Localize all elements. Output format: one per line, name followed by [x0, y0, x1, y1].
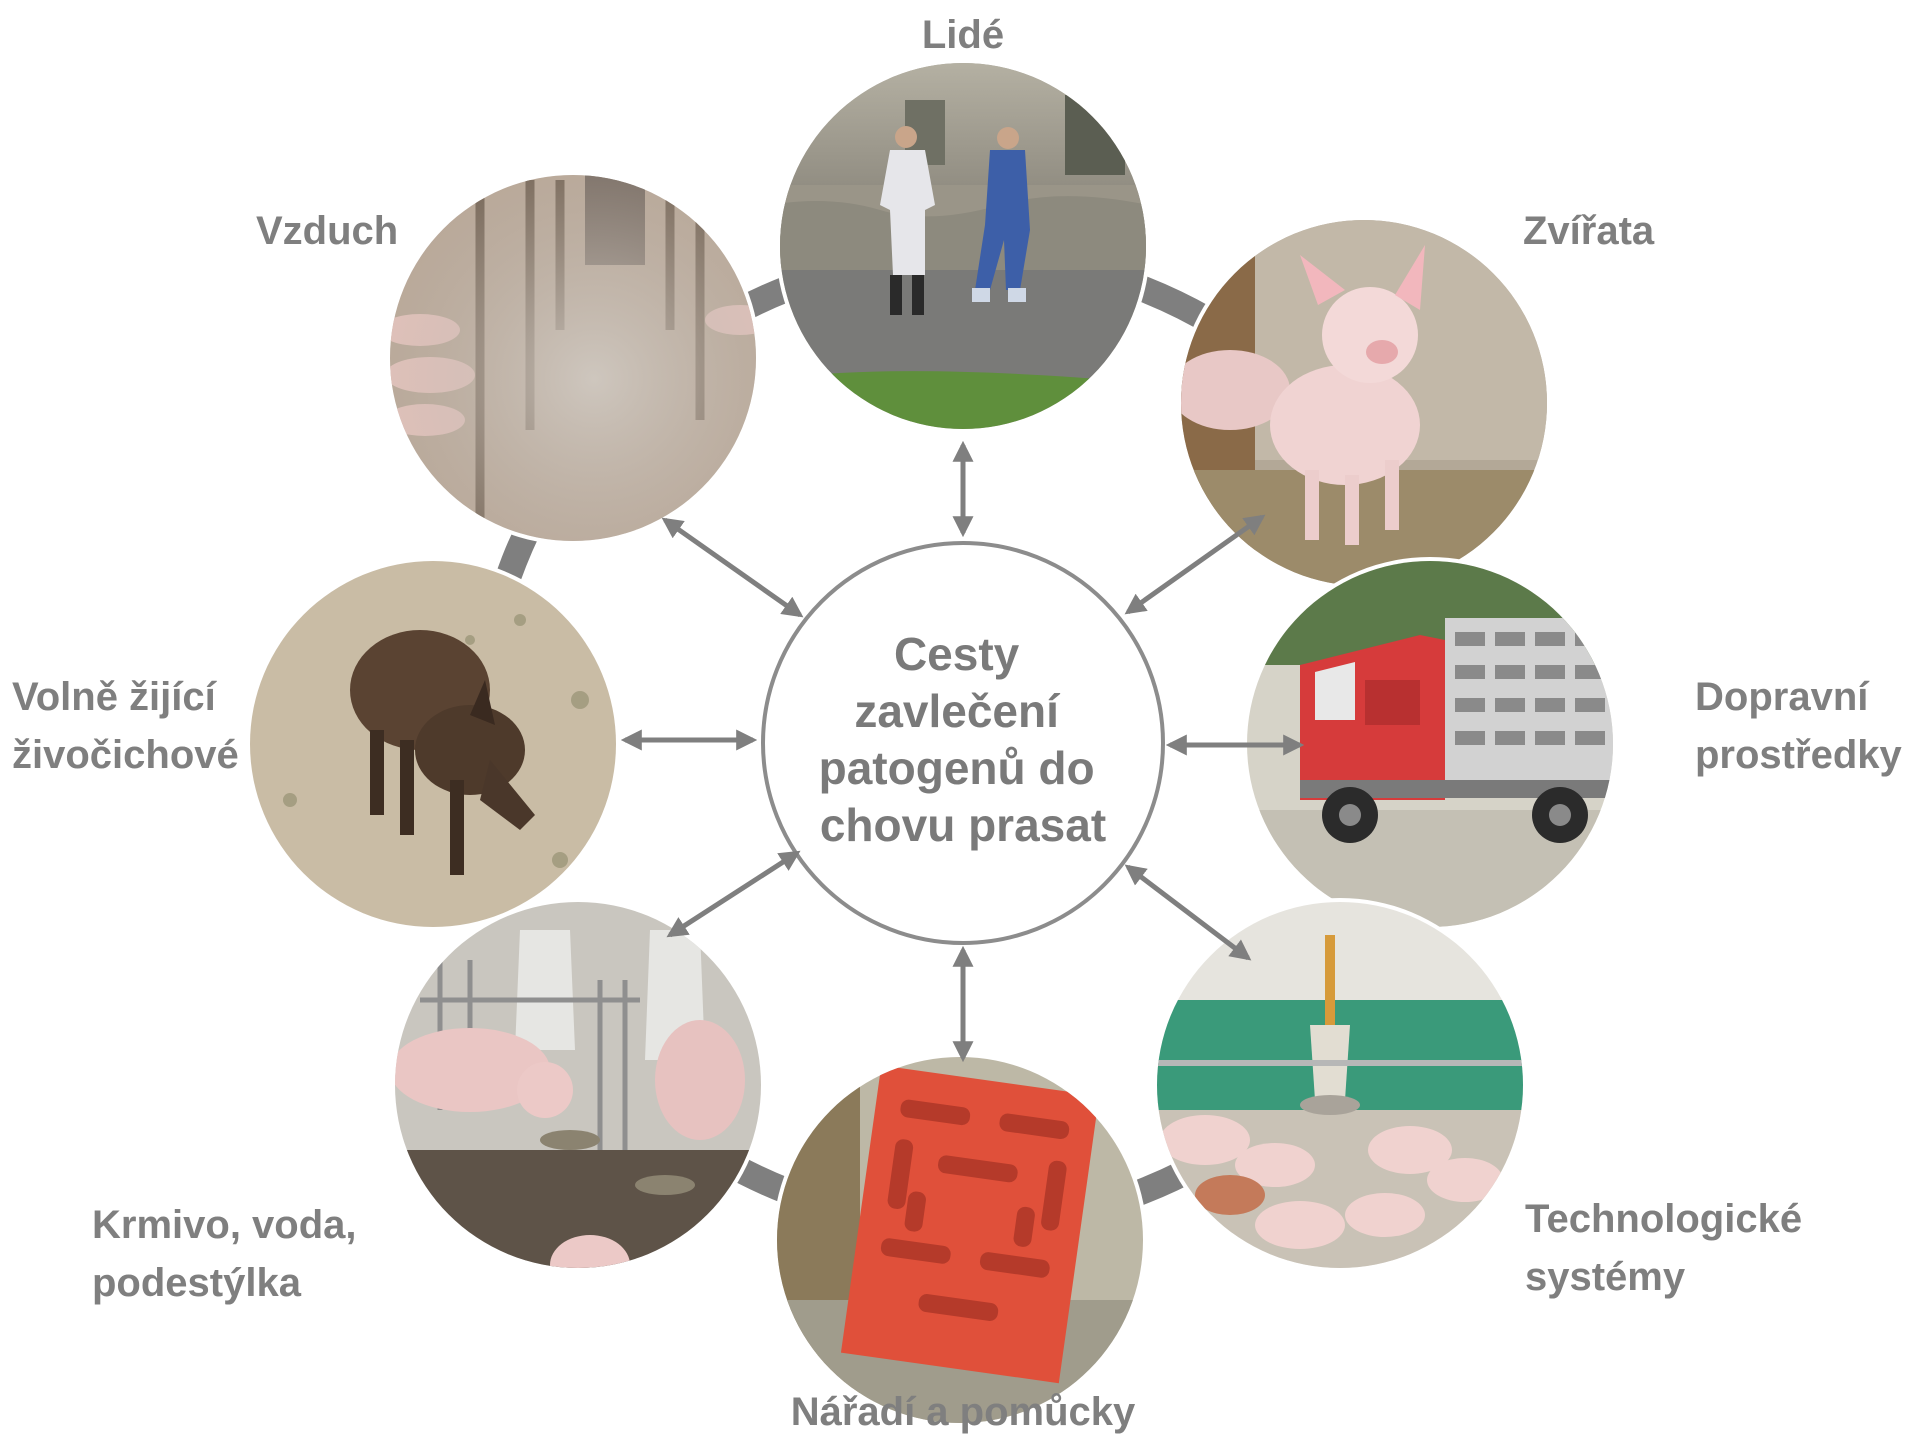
center-title-line-2: zavlečení: [854, 685, 1061, 737]
foggy-barn-photo-icon: [386, 171, 760, 545]
arrow-feed: [666, 850, 801, 938]
label-feed-line-2: podestýlka: [92, 1261, 302, 1305]
label-animals: Zvířata: [1523, 209, 1655, 253]
label-people: Lidé: [922, 13, 1004, 57]
arrow-technology: [1124, 864, 1252, 961]
center-title: Cesty zavlečení patogenů do chovu prasat: [819, 628, 1108, 851]
label-air: Vzduch: [256, 209, 398, 253]
label-technology-line-2: systémy: [1525, 1255, 1686, 1299]
wild-boar-photo-icon: [246, 557, 620, 931]
label-wildlife-line-1: Volně žijící: [12, 675, 218, 719]
label-wildlife-line-2: živočichové: [12, 733, 239, 777]
label-feed: Krmivo, voda, podestýlka: [92, 1203, 368, 1305]
label-tools: Nářadí a pomůcky: [791, 1390, 1136, 1434]
arrow-air: [661, 517, 804, 618]
label-technology: Technologické systémy: [1525, 1197, 1813, 1299]
label-technology-line-1: Technologické: [1525, 1197, 1802, 1241]
board-photo-icon: [773, 1053, 1147, 1427]
label-tools-line-1: Nářadí a pomůcky: [791, 1390, 1136, 1434]
label-people-line-1: Lidé: [922, 13, 1004, 57]
label-wildlife: Volně žijící živočichové: [12, 675, 239, 777]
center-circle: [761, 541, 1165, 945]
people-photo-icon: [776, 59, 1150, 433]
label-feed-line-1: Krmivo, voda,: [92, 1203, 357, 1247]
truck-photo-icon: [1243, 557, 1617, 931]
label-animals-line-1: Zvířata: [1523, 209, 1655, 253]
label-air-line-1: Vzduch: [256, 209, 398, 253]
center-title-line-3: patogenů do: [819, 742, 1095, 794]
label-transport: Dopravní prostředky: [1695, 675, 1902, 777]
pen-feeder-photo-icon: [1153, 898, 1527, 1272]
feeding-pigs-photo-icon: [391, 898, 765, 1272]
label-transport-line-1: Dopravní: [1695, 675, 1870, 719]
arrows: [620, 440, 1305, 1063]
label-transport-line-2: prostředky: [1695, 733, 1902, 777]
center-title-line-1: Cesty: [894, 628, 1020, 680]
arrow-animals: [1124, 514, 1266, 615]
center-title-line-4: chovu prasat: [820, 799, 1106, 851]
